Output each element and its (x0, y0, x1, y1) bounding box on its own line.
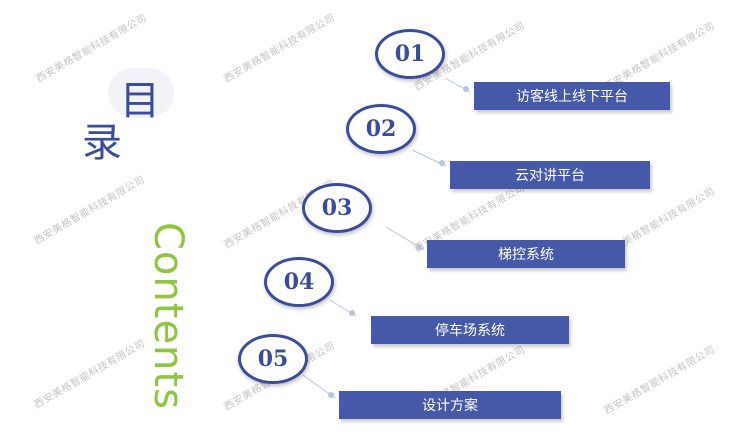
item-label-bar[interactable]: 设计方案 (339, 391, 561, 419)
connector-dot-04 (349, 310, 355, 316)
item-number-circle: 03 (302, 183, 372, 233)
item-number-circle: 02 (346, 104, 416, 154)
item-number-circle: 04 (264, 257, 334, 307)
title-char-lu: 录 (82, 120, 122, 166)
item-number-circle: 05 (238, 334, 308, 384)
item-label-bar[interactable]: 访客线上线下平台 (474, 82, 670, 110)
connector-dot-01 (463, 86, 469, 92)
item-label-bar[interactable]: 梯控系统 (427, 240, 625, 268)
item-label-bar[interactable]: 停车场系统 (371, 316, 569, 344)
title-char-mu: 目 (120, 78, 160, 124)
item-label-bar[interactable]: 云对讲平台 (450, 161, 650, 189)
connector-dot-02 (439, 160, 445, 166)
connector-dot-03 (416, 244, 422, 250)
item-number-circle: 01 (375, 29, 445, 79)
title-background (108, 68, 174, 118)
connector-dot-05 (328, 392, 334, 398)
